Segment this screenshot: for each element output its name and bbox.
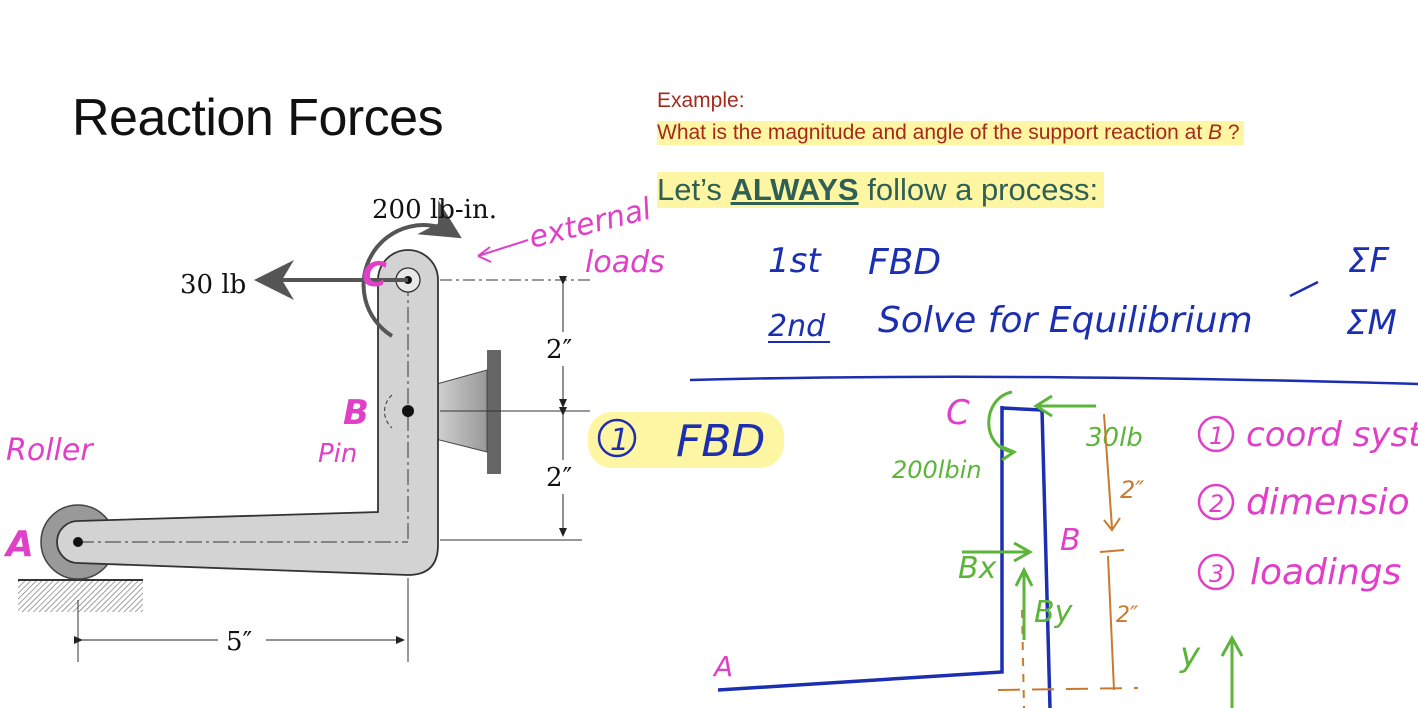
free-body-diagram: C 200lbin 30lb 2″ 2″ B Bx By A y xyxy=(712,390,1244,708)
process-suffix: follow a process: xyxy=(858,172,1099,207)
annot-c: C xyxy=(362,255,387,295)
checklist-item-number: 3 xyxy=(1209,560,1224,588)
slide-title: Reaction Forces xyxy=(72,89,444,147)
sum-forces: ΣF xyxy=(1348,241,1389,281)
wall-plate xyxy=(487,350,501,474)
fbd-force-label: 30lb xyxy=(1086,423,1143,453)
question-suffix: ? xyxy=(1222,121,1240,144)
fbd-step: 1 FBD xyxy=(588,412,784,468)
checklist-item: 3 loadings xyxy=(1197,552,1401,593)
pin-b xyxy=(402,405,414,417)
fbd-step-number: 1 xyxy=(610,423,629,458)
process-emphasis: ALWAYS xyxy=(730,172,859,207)
fbd-label-c: C xyxy=(946,393,970,433)
moment-arc xyxy=(361,200,462,338)
fbd-label-b: B xyxy=(1060,523,1081,558)
checklist-item: 2 dimensio xyxy=(1197,482,1410,523)
fbd-dim-bottom xyxy=(1099,549,1125,691)
divider-line xyxy=(689,375,1418,386)
fbd-y-axis-label: y xyxy=(1179,635,1201,675)
fbd-highlight xyxy=(588,412,784,468)
step2-dash xyxy=(1289,280,1319,298)
force-label: 30 lb xyxy=(180,270,246,300)
fbd-bx-label: Bx xyxy=(958,551,997,586)
pin-b-dashed-boss xyxy=(384,394,393,429)
fbd-step-circle xyxy=(597,418,637,458)
fbd-ground-ref xyxy=(997,687,1139,691)
annot-external-pointer xyxy=(477,239,529,263)
checklist-item-text: coord syste xyxy=(1246,415,1418,455)
process-prefix: Let’s xyxy=(657,172,731,207)
step2-text: Solve for Equilibrium xyxy=(878,300,1253,341)
dim-label-top: 2″ xyxy=(546,335,573,365)
question-prefix: What is the magnitude and angle of the s… xyxy=(657,121,1209,144)
mechanism-figure: 200 lb-in. 30 lb 2″ 2″ 5″ xyxy=(18,195,590,662)
fbd-moment-arc xyxy=(987,390,1018,462)
dim-label-bottom: 2″ xyxy=(546,463,573,493)
process-steps: 1st FBD 2nd Solve for Equilibrium ΣF ΣM xyxy=(689,241,1418,386)
dim-label-horizontal: 5″ xyxy=(226,627,253,657)
checklist-item-text: dimensio xyxy=(1246,482,1410,523)
question-text: What is the magnitude and angle of the s… xyxy=(657,121,1244,145)
fbd-body xyxy=(717,406,1052,708)
fbd-force-arrow xyxy=(1033,394,1096,418)
fbd-by-label: By xyxy=(1034,595,1074,630)
step1-text: FBD xyxy=(868,242,941,283)
fbd-label-a: A xyxy=(712,650,733,683)
fbd-centerline xyxy=(1021,609,1025,708)
fbd-body-top xyxy=(1001,406,1043,412)
annot-loads: loads xyxy=(585,245,665,280)
fbd-bx-arrow xyxy=(962,541,1034,563)
checklist-item-number: 1 xyxy=(1209,422,1224,450)
checklist-item: 1 coord syste xyxy=(1197,415,1418,455)
checklist-item-number: 2 xyxy=(1209,490,1224,518)
step1-number: 1st xyxy=(768,241,822,281)
annot-a: A xyxy=(3,524,34,565)
checklist-item-text: loadings xyxy=(1250,552,1401,593)
process-heading: Let’s ALWAYS follow a process: xyxy=(657,172,1105,208)
fbd-moment-label: 200lbin xyxy=(892,456,982,484)
fbd-y-axis-arrow xyxy=(1220,634,1244,708)
figure-annotations: external loads C B A Roller Pin xyxy=(3,192,665,565)
fbd-by-arrow xyxy=(1014,566,1034,640)
sum-moments: ΣM xyxy=(1346,303,1397,343)
fbd-step-text: FBD xyxy=(676,416,765,467)
annot-roller: Roller xyxy=(6,433,94,468)
question-var: B xyxy=(1208,121,1223,144)
fbd-dim-top xyxy=(1103,413,1121,532)
fbd-checklist: 1 coord syste 2 dimensio 3 loadings xyxy=(1197,415,1418,593)
annot-pin: Pin xyxy=(318,439,357,469)
step2-number: 2nd xyxy=(768,309,826,344)
ground-hatch xyxy=(18,580,143,612)
annot-b: B xyxy=(343,393,369,433)
example-label: Example: xyxy=(657,89,745,112)
fbd-dim-top-label: 2″ xyxy=(1120,476,1144,504)
fbd-dim-bottom-label: 2″ xyxy=(1116,603,1139,628)
bent-lever xyxy=(56,249,439,576)
moment-label: 200 lb-in. xyxy=(372,195,497,225)
pin-a xyxy=(73,537,83,547)
